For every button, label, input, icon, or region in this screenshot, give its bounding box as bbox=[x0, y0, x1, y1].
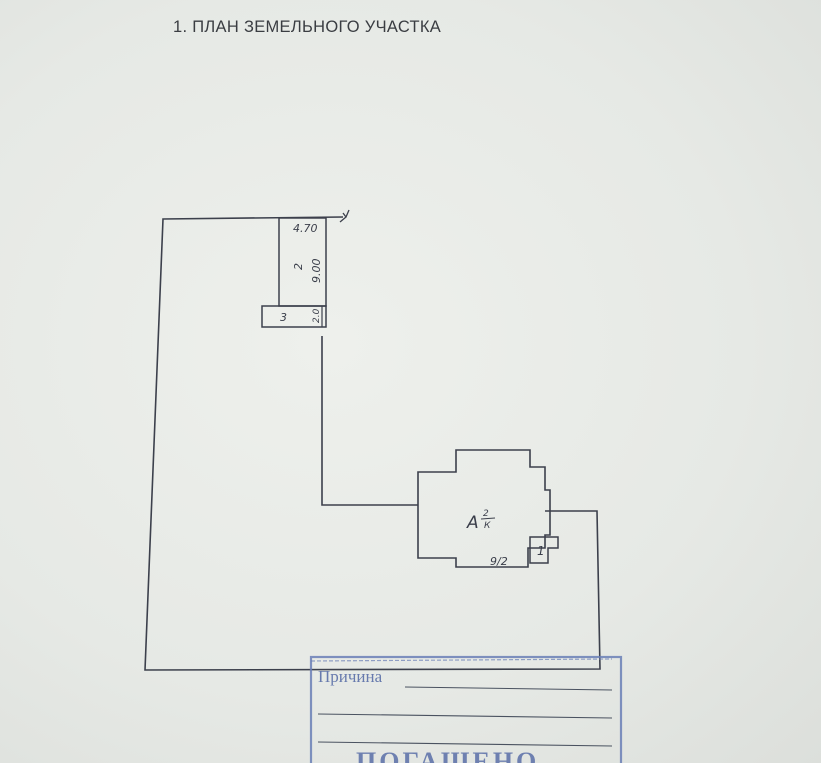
building-3-label: 3 bbox=[280, 311, 287, 324]
main-building-letter: А bbox=[466, 513, 479, 533]
dim-small-label: 2.0 bbox=[312, 308, 322, 323]
stamp-top-line bbox=[310, 658, 613, 662]
main-building-dim: 9/2 bbox=[490, 555, 508, 568]
main-building-fraction-top: 2 bbox=[483, 509, 489, 519]
stamp-line-3 bbox=[317, 741, 613, 747]
boundary-end-tick bbox=[339, 209, 350, 223]
cancellation-stamp: Причина ПОГАШЕНО bbox=[309, 655, 623, 763]
building-3 bbox=[261, 305, 327, 328]
stamp-reason-label: Причина bbox=[318, 667, 383, 686]
building-1 bbox=[529, 536, 559, 564]
building-1-label: 1 bbox=[537, 544, 545, 558]
building-2-label: 2 bbox=[292, 263, 305, 270]
stamp-line-2 bbox=[317, 713, 613, 719]
stamp-status-text: ПОГАШЕНО bbox=[356, 747, 539, 763]
main-building-a bbox=[417, 449, 551, 568]
fraction-bar bbox=[480, 517, 496, 520]
dim-side-label: 9.00 bbox=[310, 259, 323, 284]
stamp-line-1 bbox=[404, 686, 613, 691]
main-building-fraction-bottom: К bbox=[484, 521, 491, 531]
page-title: 1. ПЛАН ЗЕМЕЛЬНОГО УЧАСТКА bbox=[173, 18, 442, 36]
dim-top-label: 4.70 bbox=[293, 222, 318, 235]
stamp-border bbox=[309, 655, 623, 763]
plot-boundary bbox=[144, 216, 601, 671]
inner-boundary-line bbox=[321, 336, 418, 506]
